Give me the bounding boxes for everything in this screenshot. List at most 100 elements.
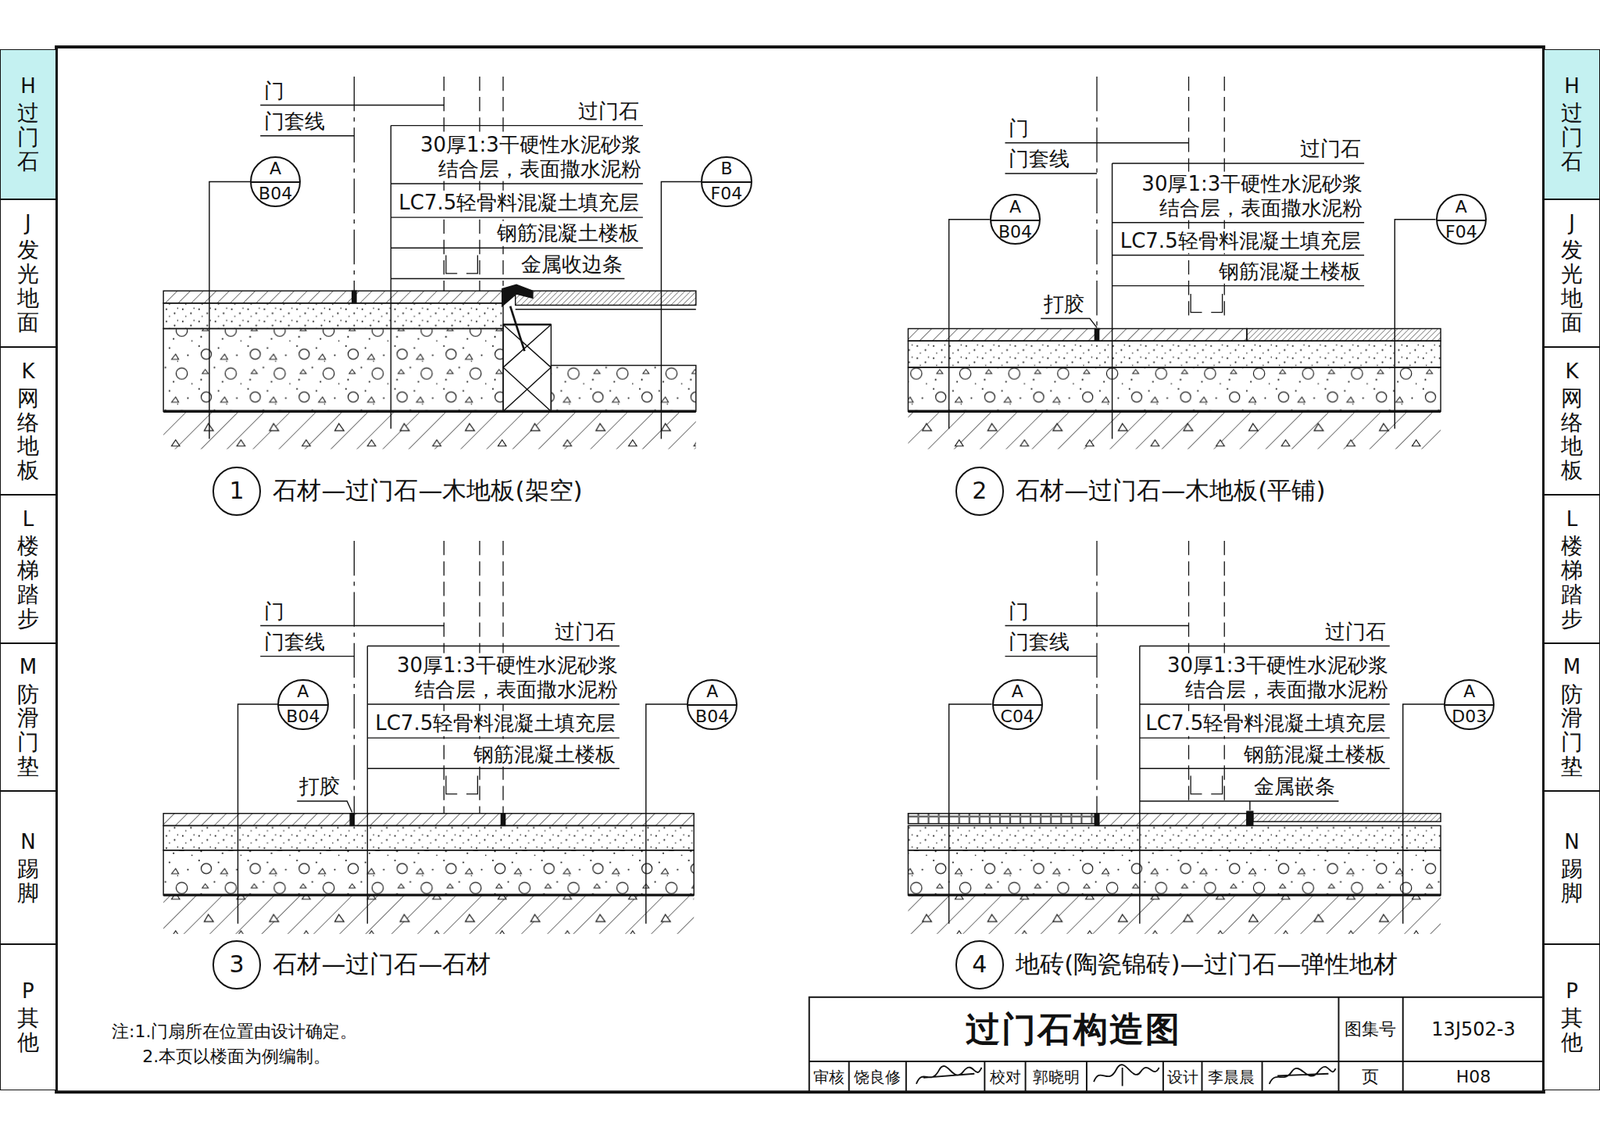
callout-text: A (1437, 195, 1486, 220)
leader-label: 金属收边条 (519, 251, 625, 276)
section-tab: P其他 (1543, 943, 1600, 1090)
detail-number: 1 (212, 466, 262, 516)
leader-label: 30厚1:3干硬性水泥砂浆 结合层，表面撒水泥粉 (1142, 653, 1390, 702)
leader-label: 门 (262, 78, 286, 103)
title-block-cell: 13J502-3 (1429, 1017, 1517, 1040)
leader-label: 打胶 (297, 774, 342, 799)
detail-number-text: 2 (971, 478, 987, 503)
section-tab: J发光地面 (1543, 199, 1600, 347)
tab-text: 发光地面 (1560, 238, 1583, 335)
tab-text: 过门石 (1560, 101, 1583, 174)
tab-text: H (20, 74, 36, 99)
section-tab: M防滑门垫 (0, 642, 57, 791)
title-block-cell: 李晨晨 (1206, 1067, 1257, 1086)
tab-text: N (1564, 829, 1579, 854)
section-tab: P其他 (0, 943, 57, 1090)
callout-text: A (993, 680, 1042, 705)
section-tab: K网络地板 (0, 346, 57, 495)
callout-text: B04 (688, 703, 736, 729)
tab-text: L (22, 507, 35, 532)
callout-text: B04 (251, 181, 300, 206)
leader-label: LC7.5轻骨料混凝土填充层 (1118, 228, 1363, 253)
detail-callout: AB04 (686, 678, 738, 730)
section-tab: L楼梯踏步 (0, 494, 57, 643)
detail-caption: 石材—过门石—木地板(平铺) (1014, 476, 1327, 506)
section-tab: N 踢脚 (1543, 790, 1600, 944)
tab-text: K (1565, 359, 1579, 384)
title-block-cell: 郭晓明 (1031, 1067, 1082, 1086)
leader-label: LC7.5轻骨料混凝土填充层 (373, 710, 618, 736)
detail-number: 4 (955, 939, 1005, 990)
leader-label: 门套线 (1007, 146, 1072, 172)
callout-divider (688, 703, 736, 706)
detail-callout: AD03 (1443, 678, 1495, 730)
tab-text: J (25, 210, 32, 236)
detail-caption: 地砖(陶瓷锦砖)—过门石—弹性地材 (1014, 950, 1400, 979)
leader-label: 30厚1:3干硬性水泥砂浆 结合层，表面撒水泥粉 (396, 132, 643, 182)
callout-text: B (702, 157, 750, 183)
tab-text: H (1564, 74, 1580, 99)
tab-text: 防滑门垫 (1560, 682, 1583, 779)
tab-text: M (1563, 654, 1581, 679)
tab-text: 楼梯踏步 (17, 534, 40, 631)
detail-number-text: 3 (228, 952, 244, 976)
title-block-cell: H08 (1454, 1066, 1493, 1087)
tab-text: J (1568, 210, 1575, 236)
leader-label: 钢筋混凝土楼板 (1242, 741, 1388, 766)
leader-label: 30厚1:3干硬性水泥砂浆 结合层，表面撒水泥粉 (1117, 171, 1365, 220)
leader-label: 门套线 (1007, 629, 1072, 654)
detail-callout: AB04 (989, 193, 1041, 245)
tab-text: 网络地板 (1560, 386, 1583, 483)
tab-text: M (19, 654, 37, 679)
leader-label: 门 (1007, 598, 1031, 623)
callout-text: A (251, 157, 300, 183)
tab-text: 过门石 (17, 101, 40, 174)
leader-label: 金属嵌条 (1252, 774, 1337, 799)
title-block-cell: 图集号 (1342, 1017, 1398, 1039)
callout-text: F04 (1437, 219, 1486, 244)
tab-text: 发光地面 (17, 238, 40, 335)
detail-callout: AF04 (1435, 193, 1487, 245)
callout-divider (702, 181, 750, 183)
leader-label: 过门石 (553, 619, 618, 644)
detail-number-text: 1 (228, 478, 244, 503)
title-block-cell: 饶良修 (852, 1067, 903, 1086)
callout-divider (991, 219, 1040, 222)
callout-text: B04 (991, 219, 1040, 244)
sheet-title: 过门石构造图 (965, 1009, 1182, 1047)
tab-text: 踢脚 (1560, 857, 1583, 906)
leader-label: 钢筋混凝土楼板 (1217, 259, 1363, 284)
tab-text: L (1566, 507, 1579, 532)
tab-text: 楼梯踏步 (1560, 534, 1583, 631)
tab-text: 踢脚 (17, 857, 40, 906)
detail-caption: 石材—过门石—木地板(架空) (271, 476, 584, 506)
detail-number: 2 (955, 466, 1005, 516)
callout-text: C04 (993, 703, 1042, 729)
callout-text: D03 (1445, 703, 1493, 729)
title-block-cell: 审核 (811, 1067, 847, 1086)
section-tab: J发光地面 (0, 199, 57, 347)
leader-label: 打胶 (1042, 291, 1086, 316)
detail-caption: 石材—过门石—石材 (271, 950, 493, 979)
callout-text: A (991, 195, 1040, 220)
section-tab: L楼梯踏步 (1543, 494, 1600, 643)
tab-text: 网络地板 (17, 386, 40, 483)
title-block-cell: 设计 (1165, 1067, 1200, 1086)
callout-divider (1437, 219, 1486, 222)
callout-divider (251, 181, 300, 183)
leader-label: 门 (1007, 116, 1031, 141)
note: 注:1.门扇所在位置由设计确定。 (110, 1021, 359, 1042)
tab-text: P (21, 978, 35, 1004)
tab-text: 其他 (1560, 1006, 1583, 1055)
leader-label: 过门石 (576, 98, 641, 123)
detail-number-text: 4 (971, 952, 987, 976)
callout-divider (1445, 703, 1493, 706)
detail-number: 3 (212, 939, 262, 990)
detail-callout: BF04 (700, 156, 752, 208)
callout-text: B04 (278, 703, 327, 729)
leader-label: 门 (262, 598, 286, 623)
section-tab: M 防滑门垫 (1543, 642, 1600, 791)
leader-label: 钢筋混凝土楼板 (471, 741, 618, 766)
note: 2.本页以楼面为例编制。 (140, 1045, 333, 1066)
section-tab: N踢脚 (0, 790, 57, 944)
